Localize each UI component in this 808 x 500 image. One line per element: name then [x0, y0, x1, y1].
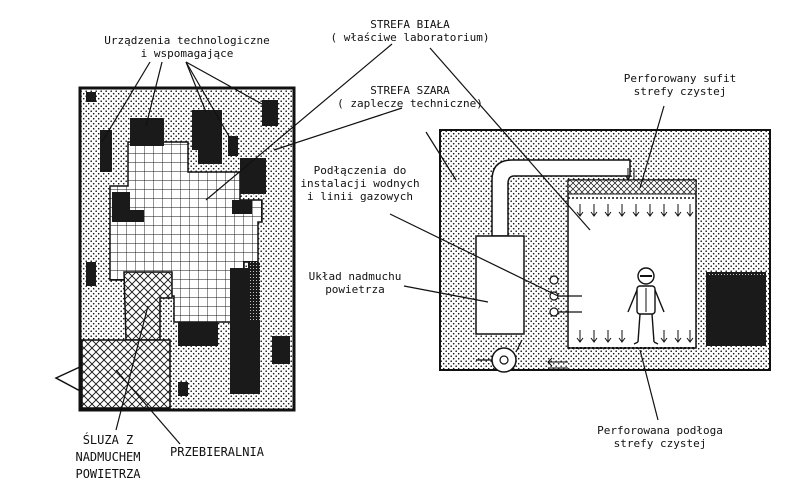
label-airlock: ŚLUZA Z NADMUCHEM POWIETRZA: [62, 432, 154, 483]
label-airlock-line2: NADMUCHEM: [75, 450, 141, 464]
perforated-ceiling-hatch: [567, 179, 697, 195]
label-perforated-floor-line2: strefy czystej: [613, 437, 707, 450]
label-airlock-line1: ŚLUZA Z: [82, 433, 134, 447]
leader-lines: [101, 43, 665, 445]
label-connections: Podłączenia do instalacji wodnych i lini…: [300, 164, 420, 203]
person-cleanroom-suit-icon: [627, 267, 665, 345]
label-perforated-ceiling-line2: strefy czystej: [633, 85, 727, 98]
label-airlock-line3: POWIETRZA: [75, 467, 141, 481]
label-changing-room: PRZEBIERALNIA: [170, 444, 290, 461]
floor-plan: [54, 86, 296, 412]
label-white-zone-line2: ( właściwe laboratorium): [330, 31, 490, 44]
label-connections-line2: instalacji wodnych: [300, 177, 420, 190]
clean-chamber: [567, 179, 697, 349]
label-white-zone-line1: STREFA BIAŁA: [370, 18, 450, 31]
airflow-arrow-icon: [547, 357, 568, 369]
label-grey-zone-line1: STREFA SZARA: [370, 84, 450, 97]
equipment-blocks: [86, 92, 290, 396]
equipment-block-right: [706, 272, 766, 346]
label-perforated-floor: Perforowana podłoga strefy czystej: [580, 424, 740, 450]
equipment-dotted-block: [248, 262, 260, 322]
label-changing-room-text: PRZEBIERALNIA: [170, 445, 264, 459]
label-connections-line3: i linii gazowych: [307, 190, 413, 203]
label-perforated-ceiling: Perforowany sufit strefy czystej: [600, 72, 760, 98]
blower-unit: [475, 235, 525, 335]
label-perforated-floor-line1: Perforowana podłoga: [597, 424, 723, 437]
downflow-arrows-top: [576, 204, 694, 217]
entrance-door: [54, 365, 83, 393]
label-white-zone: STREFA BIAŁA ( właściwe laboratorium): [310, 18, 510, 44]
label-devices-line1: Urządzenia technologiczne: [104, 34, 270, 47]
cross-section: [439, 129, 771, 373]
label-grey-zone: STREFA SZARA ( zaplecze techniczne): [330, 84, 490, 110]
label-grey-zone-line2: ( zaplecze techniczne): [337, 97, 483, 110]
label-devices-line2: i wspomagające: [140, 47, 234, 60]
label-connections-line1: Podłączenia do: [313, 164, 407, 177]
changing-room-area: [81, 339, 171, 409]
connection-icons: [549, 275, 559, 317]
label-perforated-ceiling-line1: Perforowany sufit: [623, 72, 737, 85]
label-devices: Urządzenia technologiczne i wspomagające: [82, 34, 292, 60]
label-blower-system: Układ nadmuchu powietrza: [300, 270, 410, 296]
downflow-arrows-bottom: [576, 330, 694, 343]
label-blower-system-line2: powietrza: [325, 283, 385, 296]
label-blower-system-line1: Układ nadmuchu: [308, 270, 402, 283]
